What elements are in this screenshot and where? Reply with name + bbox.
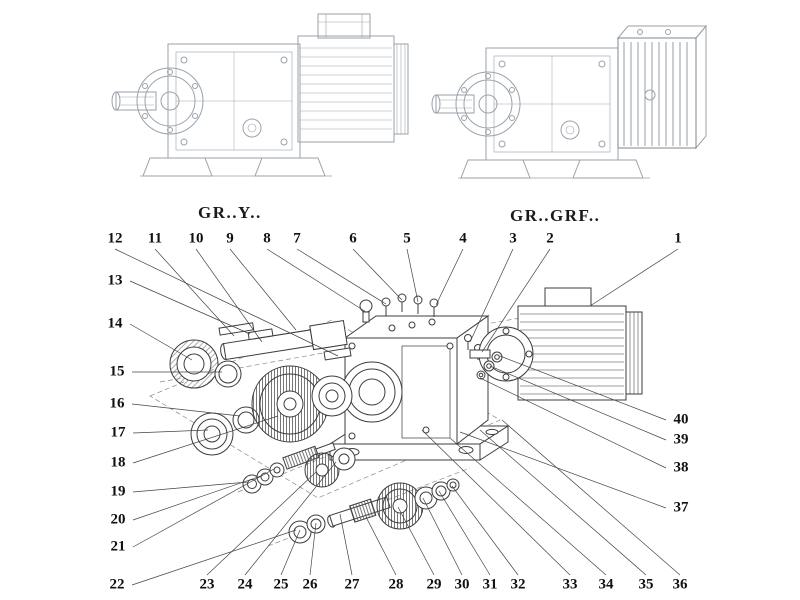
- model-caption-gr-y: GR..Y..: [198, 203, 262, 222]
- leader-line-19: [132, 481, 249, 493]
- part-number-9: 9: [226, 230, 234, 247]
- output-shaft: [218, 320, 352, 361]
- gear-housing: [328, 315, 510, 461]
- assembled-view-gr-y: [111, 13, 409, 177]
- leader-line-3: [469, 248, 514, 343]
- part-number-16: 16: [109, 395, 125, 412]
- leader-line-21: [132, 468, 275, 548]
- part-number-31: 31: [482, 576, 498, 593]
- leader-line-10: [195, 248, 263, 343]
- leader-line-1: [589, 248, 679, 307]
- leader-line-30: [422, 497, 463, 576]
- leader-line-40: [499, 355, 667, 421]
- part-number-36: 36: [672, 576, 688, 593]
- model-caption-gr-grf: GR..GRF..: [510, 206, 601, 225]
- part-number-22: 22: [109, 576, 125, 593]
- leader-line-35: [479, 429, 647, 576]
- leader-line-22: [131, 529, 297, 586]
- large-gear: [251, 365, 353, 443]
- leader-line-37: [459, 431, 667, 509]
- part-number-2: 2: [546, 230, 554, 247]
- intermediate-pinion-cluster: [242, 442, 356, 494]
- leader-line-18: [132, 415, 279, 464]
- leader-line-14: [129, 323, 193, 361]
- part-number-34: 34: [598, 576, 614, 593]
- part-number-10: 10: [188, 230, 204, 247]
- leader-line-25: [280, 529, 301, 576]
- part-number-7: 7: [293, 230, 301, 247]
- leader-line-4: [435, 248, 464, 306]
- leader-line-24: [244, 461, 337, 576]
- part-number-28: 28: [388, 576, 404, 593]
- leader-line-27: [339, 513, 353, 576]
- part-number-14: 14: [107, 315, 123, 332]
- leader-line-8: [266, 248, 367, 313]
- leader-line-16: [131, 403, 241, 417]
- input-shaft-assembly: [288, 478, 460, 544]
- leader-line-12: [114, 248, 339, 357]
- part-number-25: 25: [273, 576, 289, 593]
- leader-line-29: [397, 506, 435, 576]
- part-number-39: 39: [673, 431, 689, 448]
- part-number-26: 26: [302, 576, 318, 593]
- part-number-5: 5: [403, 230, 411, 247]
- part-number-35: 35: [638, 576, 654, 593]
- part-number-3: 3: [509, 230, 517, 247]
- leader-line-2: [481, 248, 551, 353]
- part-number-32: 32: [510, 576, 526, 593]
- part-number-17: 17: [110, 424, 126, 441]
- leader-line-34: [449, 437, 607, 576]
- part-number-11: 11: [147, 230, 163, 247]
- part-number-21: 21: [110, 538, 126, 555]
- left-bearings: [169, 339, 260, 456]
- part-number-19: 19: [110, 483, 126, 500]
- leader-line-26: [309, 522, 317, 576]
- leader-line-7: [296, 248, 387, 305]
- part-number-12: 12: [107, 230, 123, 247]
- part-number-6: 6: [349, 230, 357, 247]
- part-number-4: 4: [459, 230, 467, 247]
- part-number-33: 33: [562, 576, 578, 593]
- leader-line-39: [489, 365, 667, 441]
- part-number-38: 38: [673, 459, 689, 476]
- part-number-30: 30: [454, 576, 470, 593]
- leader-line-38: [479, 377, 667, 469]
- motor: [469, 287, 643, 401]
- leader-lines: [114, 248, 681, 586]
- motor-side-washers: [476, 351, 503, 380]
- part-number-37: 37: [673, 499, 689, 516]
- part-number-29: 29: [426, 576, 442, 593]
- leader-line-31: [438, 490, 491, 576]
- assembled-view-gr-grf: [431, 24, 708, 179]
- leader-line-36: [501, 419, 681, 576]
- leader-line-33: [421, 429, 571, 576]
- part-number-23: 23: [199, 576, 215, 593]
- part-number-15: 15: [109, 363, 125, 380]
- part-number-40: 40: [673, 411, 689, 428]
- leader-line-20: [132, 475, 262, 521]
- part-number-8: 8: [263, 230, 271, 247]
- leader-line-6: [352, 248, 403, 301]
- leader-line-32: [451, 485, 519, 576]
- exploded-view: [149, 287, 643, 547]
- leader-line-23: [206, 471, 317, 576]
- leader-line-11: [154, 248, 235, 337]
- part-number-24: 24: [237, 576, 253, 593]
- leader-line-5: [406, 248, 419, 303]
- leader-line-28: [365, 516, 397, 576]
- part-number-13: 13: [107, 272, 123, 289]
- part-number-18: 18: [110, 454, 126, 471]
- leader-line-13: [129, 280, 251, 335]
- leader-line-17: [132, 429, 209, 434]
- part-number-1: 1: [674, 230, 682, 247]
- part-number-27: 27: [344, 576, 360, 593]
- part-number-20: 20: [110, 511, 126, 528]
- leader-line-9: [229, 248, 297, 331]
